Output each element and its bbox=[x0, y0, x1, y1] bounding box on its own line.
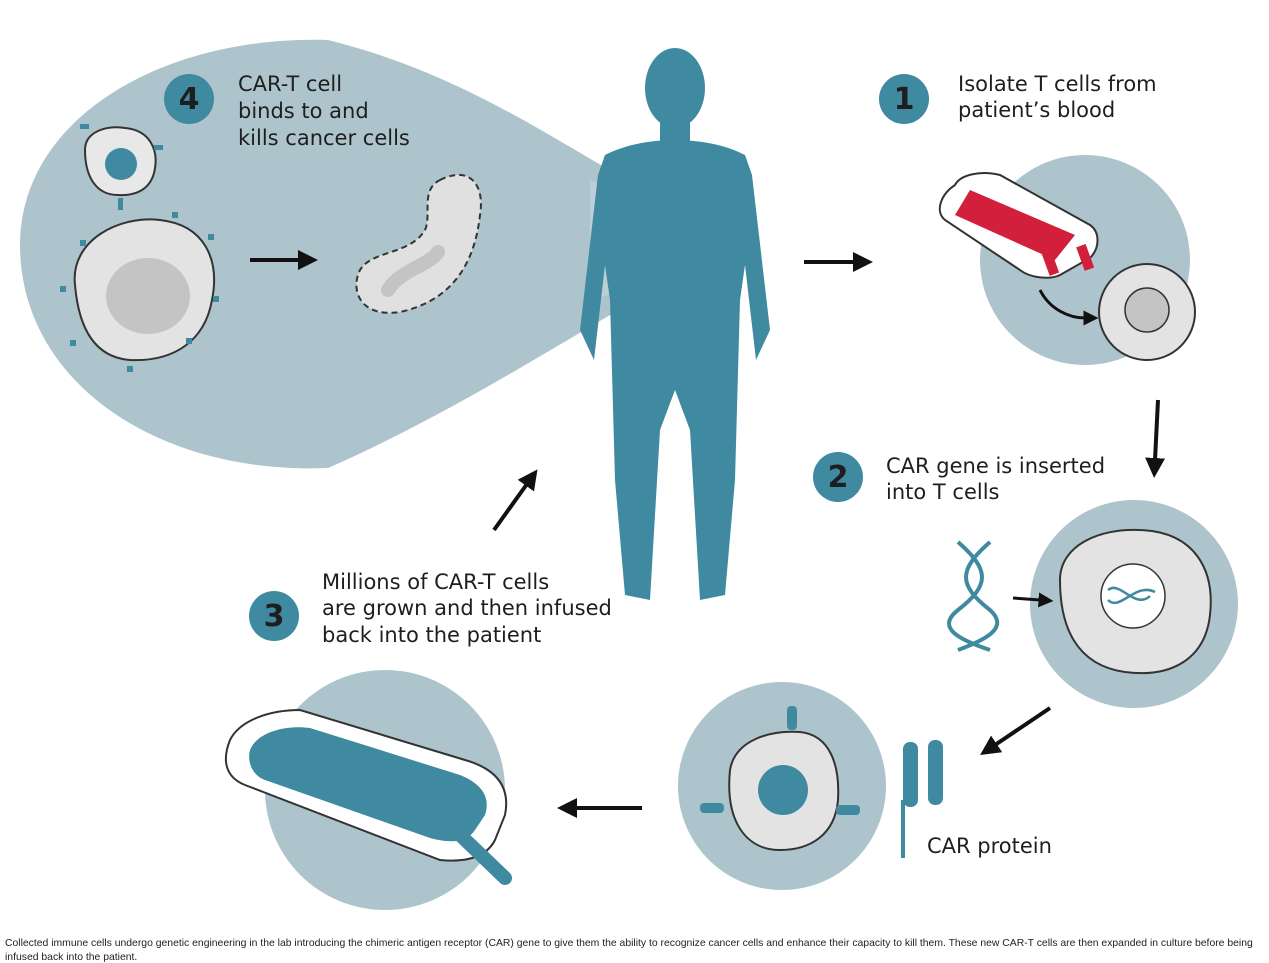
cancer-cell bbox=[60, 212, 219, 372]
figure-caption: Collected immune cells undergo genetic e… bbox=[5, 938, 1253, 963]
gene-insertion-illustration bbox=[1030, 500, 1238, 708]
step-3-label-line-3: back into the patient bbox=[322, 623, 541, 647]
step-3-number: 3 bbox=[264, 599, 285, 634]
car-t-cell-small bbox=[80, 124, 163, 210]
dna-icon bbox=[947, 540, 1000, 652]
car-protein-label: CAR protein bbox=[927, 834, 1052, 858]
dead-cancer-cell bbox=[355, 174, 482, 314]
step-1-label-line-1: Isolate T cells from bbox=[958, 72, 1157, 96]
step-4-label-line-3: kills cancer cells bbox=[238, 126, 410, 150]
step-1-label-line-2: patient’s blood bbox=[958, 98, 1115, 122]
infuse-arrow bbox=[492, 469, 538, 532]
step-2-label-line-1: CAR gene is inserted bbox=[886, 454, 1105, 478]
car-t-cell bbox=[678, 682, 886, 890]
step-4-label-line-2: binds to and bbox=[238, 99, 369, 123]
step-3-badge bbox=[249, 591, 299, 641]
human-body-icon bbox=[580, 48, 770, 600]
step-4-number: 4 bbox=[179, 82, 200, 117]
dna-arrow bbox=[1012, 592, 1054, 608]
step-3-label-line-1: Millions of CAR-T cells bbox=[322, 570, 549, 594]
step-2-number: 2 bbox=[828, 460, 849, 495]
step-2-label-line-2: into T cells bbox=[886, 480, 999, 504]
step-4-badge bbox=[164, 74, 214, 124]
step-4-label-line-1: CAR-T cell bbox=[238, 72, 342, 96]
car-protein-icon bbox=[901, 740, 943, 858]
blood-collection-illustration bbox=[938, 155, 1196, 365]
infusion-bag-illustration bbox=[224, 670, 512, 910]
step-2-badge bbox=[813, 452, 863, 502]
step-3-label-line-2: are grown and then infused bbox=[322, 596, 612, 620]
step2-arrow bbox=[1145, 399, 1166, 478]
step-1-badge bbox=[879, 74, 929, 124]
step3-arrow bbox=[980, 706, 1052, 756]
step-1-number: 1 bbox=[894, 82, 915, 117]
